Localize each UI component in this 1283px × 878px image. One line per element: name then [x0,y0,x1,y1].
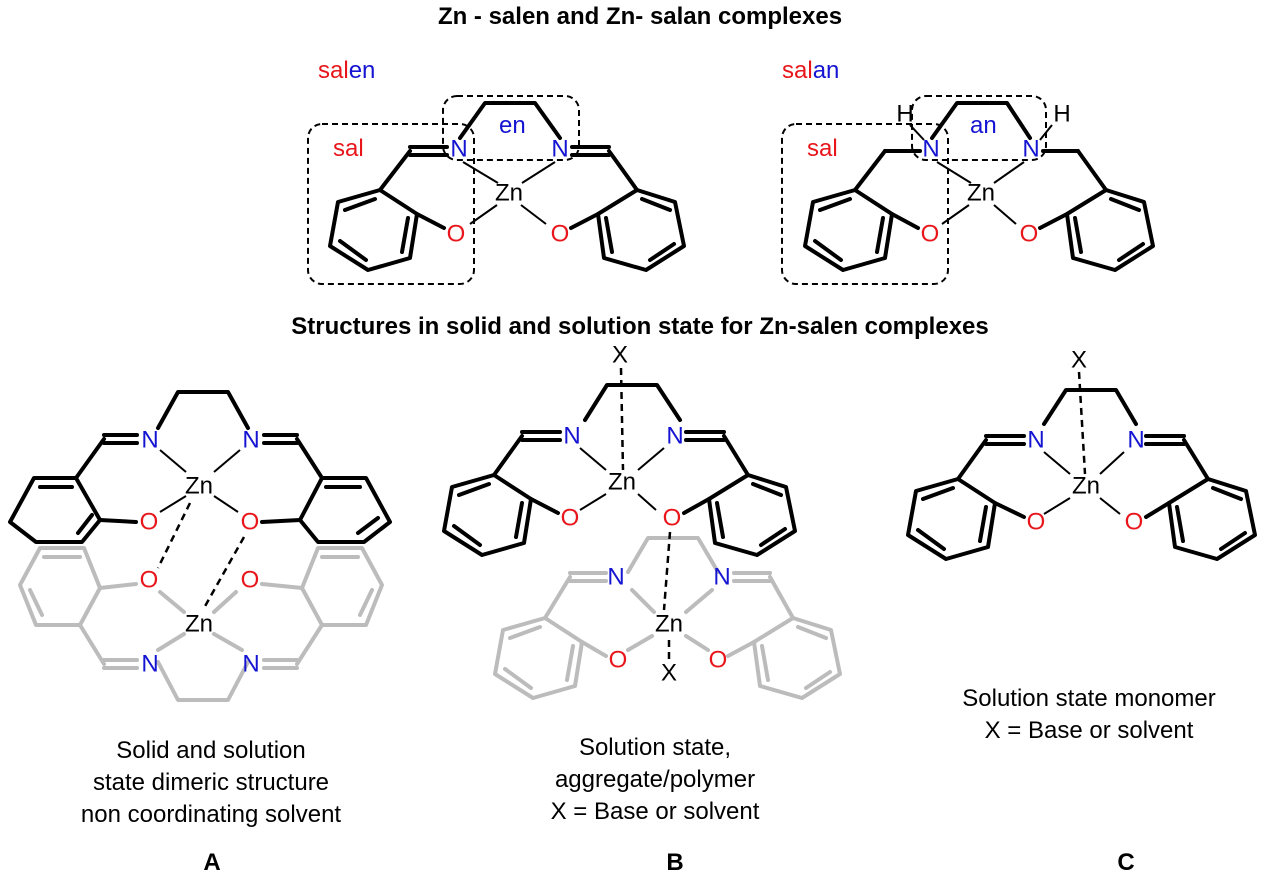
atom-o: O [709,647,728,674]
atom-h: H [1053,101,1070,128]
label-c: C [1117,849,1134,876]
atom-n: N [607,564,624,591]
atom-n: N [141,651,158,678]
atom-n: N [242,427,259,454]
atom-n: N [922,136,939,163]
atom-o: O [140,567,159,594]
caption-line: non coordinating solvent [81,801,342,828]
caption-line: Solution state monomer [962,685,1215,712]
atom-zn: Zn [655,611,683,638]
caption-line: Solid and solution [116,737,305,764]
atom-o: O [241,567,260,594]
atom-o: O [551,221,570,248]
atom-o: O [1125,509,1144,536]
salan-label: salan [782,57,839,84]
caption-a: Solid and solution state dimeric structu… [81,737,342,828]
atom-n: N [141,427,158,454]
middle-heading: Structures in solid and solution state f… [291,313,988,340]
box-label-an: an [970,112,997,139]
top-heading: Zn - salen and Zn- salan complexes [438,3,842,30]
atom-n: N [551,136,568,163]
atom-n: N [1027,427,1044,454]
atom-n: N [450,136,467,163]
salen-label: salen [318,57,375,84]
atom-o: O [1020,221,1039,248]
atom-n: N [242,651,259,678]
en-box [442,95,580,161]
atom-zn: Zn [185,611,213,638]
atom-o: O [1027,509,1046,536]
atom-zn: Zn [967,180,995,207]
caption-c: Solution state monomer X = Base or solve… [962,685,1215,744]
atom-x: X [612,342,628,369]
atom-o: O [447,221,466,248]
atom-n: N [1022,136,1039,163]
atom-o: O [241,509,260,536]
caption-line: state dimeric structure [93,769,329,796]
atom-zn: Zn [1072,473,1100,500]
atom-o: O [921,221,940,248]
atom-n: N [713,564,730,591]
atom-n: N [1127,427,1144,454]
lower-unit: N N Zn O O [18,546,384,702]
atom-zn: Zn [185,473,213,500]
structure-a: N N Zn O O N N Zn O O [8,390,392,702]
sal-box [781,123,949,285]
caption-line: aggregate/polymer [555,766,755,793]
caption-line: Solution state, [579,734,731,761]
box-label-sal: sal [807,135,838,162]
atom-o: O [663,505,682,532]
atom-h: H [896,101,913,128]
box-label-en: en [499,112,526,139]
atom-o: O [609,647,628,674]
label-a: A [203,849,220,876]
atom-x: X [661,660,677,687]
atom-zn: Zn [608,469,636,496]
atom-o: O [561,505,580,532]
structure-b: N N Zn O O X X N N Zn [442,342,842,700]
atom-n: N [666,423,683,450]
atom-n: N [563,423,580,450]
atom-x: X [1071,347,1087,374]
salan-structure: salan sal an H H N N Zn O [781,57,1155,285]
caption-line: X = Base or solvent [985,717,1194,744]
structure-c: X N N Zn O O [906,347,1257,561]
label-b: B [666,849,683,876]
box-label-sal: sal [333,135,364,162]
sal-box [307,123,475,285]
caption-b: Solution state, aggregate/polymer X = Ba… [551,734,760,825]
atom-zn: Zn [495,180,523,207]
caption-line: X = Base or solvent [551,798,760,825]
lower-unit: N N Zn O O [493,536,842,700]
atom-o: O [140,509,159,536]
salen-structure: salen sal en N N Zn O [307,57,686,285]
